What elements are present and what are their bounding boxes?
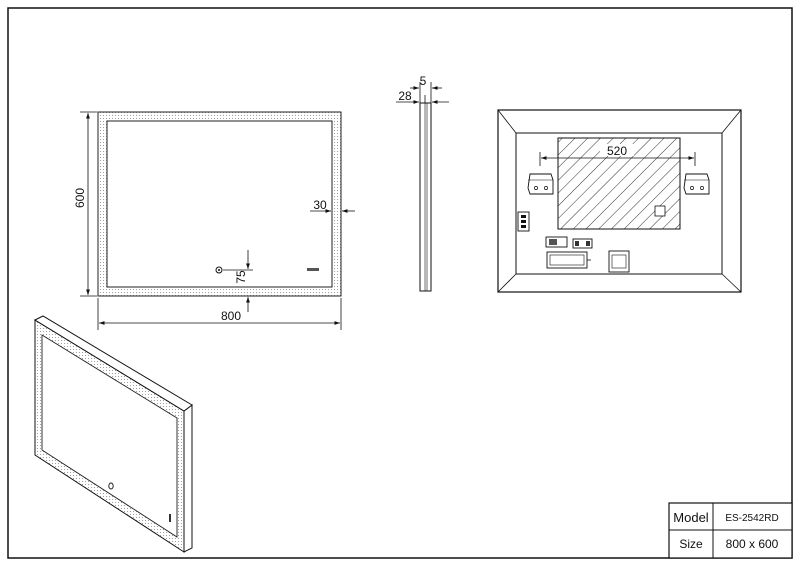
power-socket — [517, 211, 530, 232]
border-dim-label: 30 — [313, 198, 327, 212]
led-driver-1 — [545, 236, 568, 248]
indicator-strip — [307, 268, 319, 271]
iso-side-face — [183, 404, 193, 553]
switch-offset-dim-label: 75 — [234, 270, 248, 284]
iso-touch-switch-icon — [108, 482, 114, 490]
back-view: 520 — [497, 109, 742, 293]
width-dimension: 800 — [97, 298, 342, 330]
model-value: ES-2542RD — [725, 513, 778, 524]
iso-top-face — [33, 315, 193, 412]
height-dimension: 600 — [73, 111, 97, 297]
border-dimension: 30 — [310, 198, 355, 213]
bracket-spacing-dimension: 520 — [539, 144, 696, 166]
side-profile — [419, 102, 432, 292]
left-hanging-bracket — [527, 173, 554, 195]
glass-thickness-label: 5 — [420, 74, 427, 88]
front-view: 600 800 30 75 — [73, 111, 355, 330]
switch-offset-dimension: 75 — [223, 250, 253, 312]
title-block: Model ES-2542RD Size 800 x 600 — [668, 502, 793, 559]
right-hanging-bracket — [683, 173, 710, 195]
iso-mirror-face — [41, 334, 178, 538]
power-supply-unit — [546, 251, 591, 269]
led-driver-2 — [572, 238, 593, 249]
touch-switch-dot — [218, 269, 220, 271]
isometric-view — [33, 315, 193, 553]
bracket-spacing-label: 520 — [607, 144, 627, 158]
control-module — [608, 250, 630, 273]
glass-thickness-dimension: 5 — [410, 74, 442, 90]
height-dim-label: 600 — [73, 188, 87, 208]
model-label: Model — [673, 510, 709, 525]
side-view: 5 28 — [396, 74, 449, 292]
size-value: 800 x 600 — [726, 537, 779, 551]
plate-label-box — [654, 205, 666, 217]
width-dim-label: 800 — [221, 309, 241, 323]
front-mirror-inner — [106, 120, 333, 288]
thickness-dimension: 28 — [396, 89, 449, 104]
touch-switch-icon — [215, 266, 223, 274]
thickness-label: 28 — [398, 89, 412, 103]
sheet-border — [7, 7, 793, 559]
size-label: Size — [679, 537, 703, 551]
